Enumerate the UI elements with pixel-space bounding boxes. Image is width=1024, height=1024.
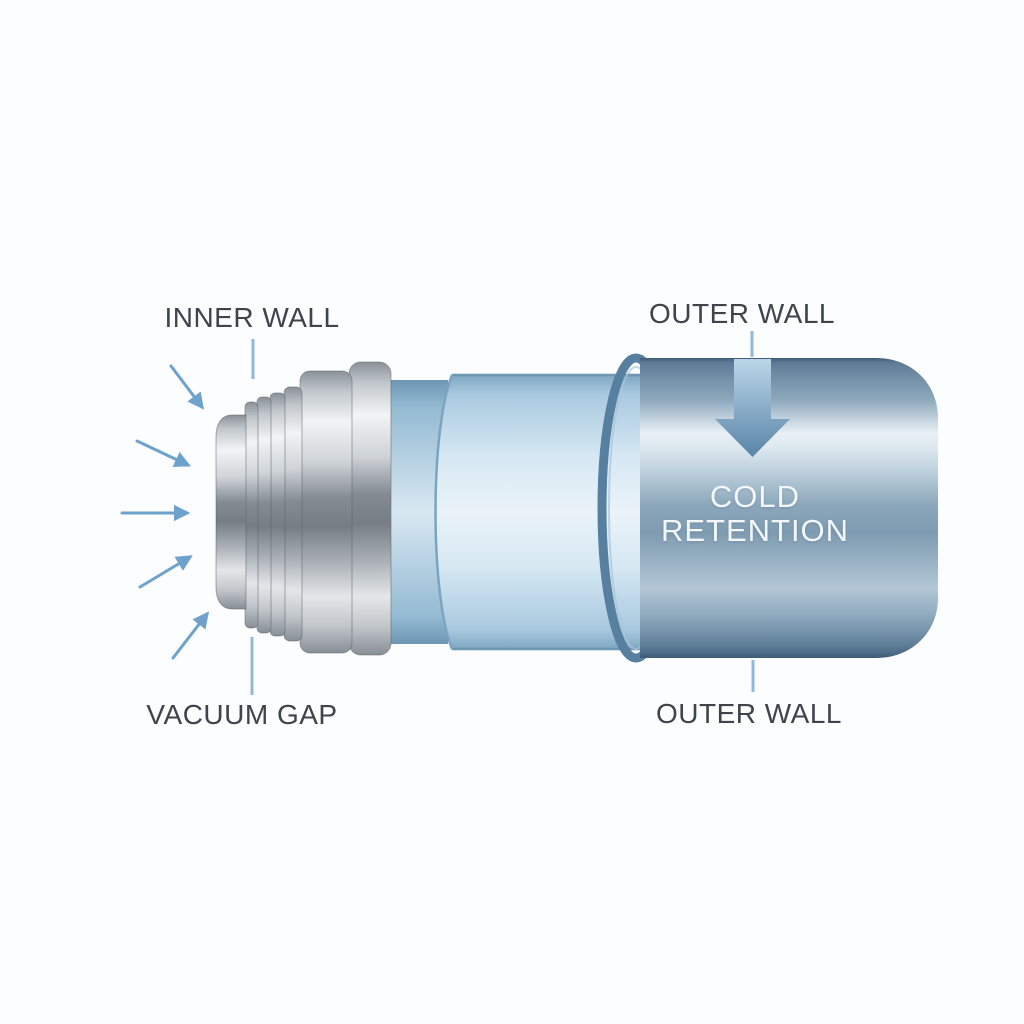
outer-wall-cylinder bbox=[640, 358, 938, 658]
leader-lines bbox=[250, 339, 755, 695]
neck-thread-2 bbox=[256, 396, 272, 634]
inward-arrow-icon-4 bbox=[138, 555, 193, 589]
inner-wall-flared-body bbox=[435, 375, 655, 649]
inward-arrow-icon-2 bbox=[135, 439, 191, 467]
neck-thread-1 bbox=[244, 401, 259, 629]
neck-collar-ring bbox=[299, 370, 353, 654]
neck-thread-3 bbox=[269, 392, 286, 637]
cold-flow-arrow-icon bbox=[715, 331, 790, 457]
vacuum-gap-label: VACUUM GAP bbox=[146, 699, 338, 730]
cold-retention-line2: RETENTION bbox=[660, 513, 850, 548]
down-arrow-icon bbox=[715, 359, 790, 457]
outer-wall-top-label: OUTER WALL bbox=[649, 298, 835, 329]
neck-step-ring bbox=[283, 386, 303, 642]
inner-wall-label: INNER WALL bbox=[164, 302, 340, 333]
inward-arrow-icon-1 bbox=[169, 364, 204, 410]
cold-retention-line1: COLD bbox=[709, 479, 801, 514]
neck-mouth-ring bbox=[215, 414, 247, 610]
neck-big-ring bbox=[348, 361, 392, 656]
inner-wall-glass bbox=[384, 373, 655, 651]
cold-retention-label: COLD RETENTION bbox=[661, 480, 849, 548]
inward-arrows bbox=[120, 364, 210, 660]
inward-arrow-icon-5 bbox=[171, 611, 210, 660]
outer-wall-bottom-label: OUTER WALL bbox=[656, 698, 842, 729]
neck-assembly bbox=[215, 361, 392, 656]
glass-flare-edge bbox=[434, 374, 454, 650]
